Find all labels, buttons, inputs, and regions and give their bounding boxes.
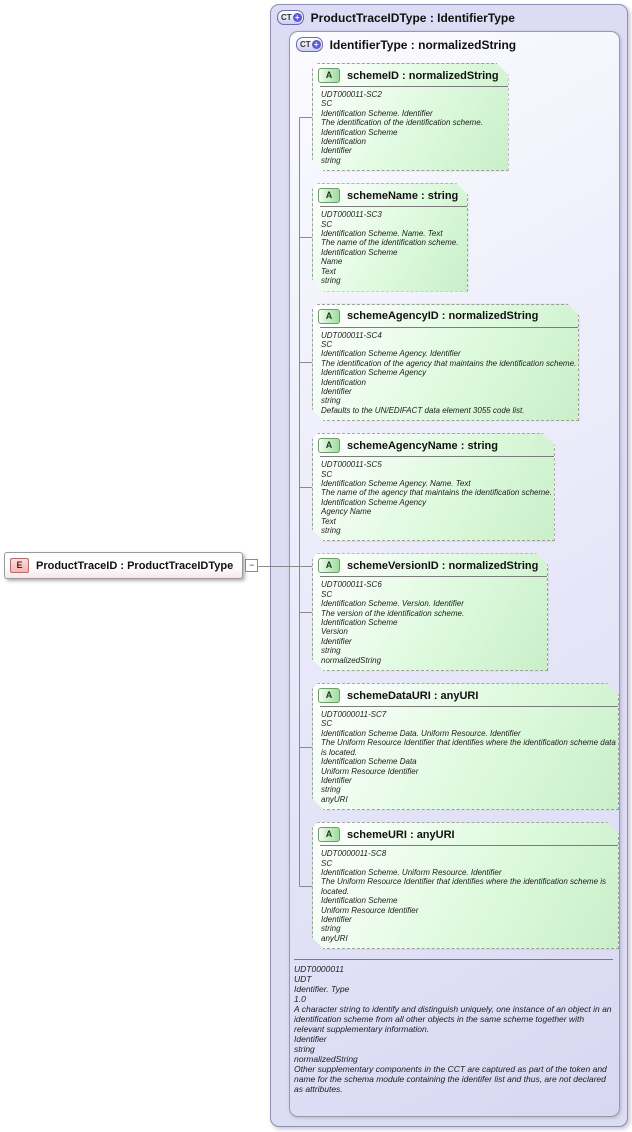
divider	[320, 576, 547, 577]
attribute-title: schemeAgencyID : normalizedString	[347, 310, 539, 322]
attribute-icon: A	[318, 558, 340, 573]
divider	[294, 959, 613, 961]
element-node-producttraceid[interactable]: E ProductTraceID : ProductTraceIDType	[4, 552, 244, 579]
attribute-header: A schemeAgencyID : normalizedString	[313, 305, 578, 326]
attribute-header: A schemeVersionID : normalizedString	[313, 554, 547, 575]
expand-icon[interactable]: +	[311, 40, 321, 49]
inner-type-header: CT + IdentifierType : normalizedString	[290, 32, 619, 56]
attribute-title: schemeVersionID : normalizedString	[347, 559, 539, 572]
attribute-header: A schemeURI : anyURI	[313, 823, 618, 844]
type-doc: UDT0000011 UDT Identifier. Type 1.0 A ch…	[294, 964, 612, 1095]
minus-icon: −	[249, 560, 255, 570]
divider	[320, 456, 554, 457]
divider	[320, 845, 618, 846]
attribute-doc: UDT000011-SC2 SC Identification Scheme. …	[321, 90, 483, 165]
divider	[320, 327, 578, 328]
attribute-icon: A	[318, 309, 340, 324]
complex-type-icon[interactable]: CT +	[277, 10, 304, 25]
attribute-box-schemeversionid[interactable]: A schemeVersionID : normalizedString UDT…	[312, 553, 548, 671]
attribute-box-schemedatauri[interactable]: A schemeDataURI : anyURI UDT0000011-SC7 …	[312, 683, 619, 810]
attribute-doc: UDT0000011-SC7 SC Identification Scheme …	[321, 710, 616, 804]
attribute-doc: UDT0000011-SC8 SC Identification Scheme.…	[321, 849, 607, 943]
complex-type-icon-label: CT	[281, 13, 292, 22]
attribute-doc: UDT000011-SC4 SC Identification Scheme A…	[321, 330, 577, 415]
complex-type-icon[interactable]: CT +	[296, 37, 323, 52]
attribute-icon: A	[318, 438, 340, 453]
attribute-list: A schemeID : normalizedString UDT000011-…	[312, 63, 619, 949]
element-icon: E	[10, 558, 29, 573]
divider	[320, 706, 618, 707]
attribute-icon: A	[318, 68, 340, 83]
complex-type-icon-label: CT	[300, 40, 311, 49]
attribute-header: A schemeDataURI : anyURI	[313, 684, 618, 705]
element-assembly: E ProductTraceID : ProductTraceIDType −	[4, 552, 259, 579]
attribute-header: A schemeID : normalizedString	[313, 64, 508, 85]
attribute-doc: UDT000011-SC3 SC Identification Scheme. …	[321, 210, 459, 286]
outer-type-title: ProductTraceIDType : IdentifierType	[310, 10, 515, 25]
attribute-box-schemeagencyid[interactable]: A schemeAgencyID : normalizedString UDT0…	[312, 304, 579, 422]
attribute-icon: A	[318, 688, 340, 703]
collapse-toggle[interactable]: −	[245, 559, 259, 572]
attribute-doc: UDT000011-SC5 SC Identification Scheme A…	[321, 460, 552, 535]
attribute-title: schemeURI : anyURI	[347, 828, 455, 841]
attribute-box-schemename[interactable]: A schemeName : string UDT000011-SC3 SC I…	[312, 183, 468, 291]
attribute-box-schemeagencyname[interactable]: A schemeAgencyName : string UDT000011-SC…	[312, 433, 555, 541]
divider	[320, 206, 467, 207]
identifier-type-box: CT + IdentifierType : normalizedString A…	[289, 31, 620, 1117]
expand-icon[interactable]: +	[292, 13, 302, 22]
product-trace-id-type-box: CT + ProductTraceIDType : IdentifierType…	[270, 4, 628, 1127]
attribute-box-schemeid[interactable]: A schemeID : normalizedString UDT000011-…	[312, 63, 509, 171]
outer-type-header: CT + ProductTraceIDType : IdentifierType	[271, 5, 627, 29]
attribute-box-schemeuri[interactable]: A schemeURI : anyURI UDT0000011-SC8 SC I…	[312, 822, 619, 949]
attribute-icon: A	[318, 827, 340, 842]
attribute-icon: A	[318, 188, 340, 203]
attribute-title: schemeID : normalizedString	[347, 69, 499, 82]
attribute-header: A schemeAgencyName : string	[313, 434, 554, 455]
attribute-title: schemeName : string	[347, 189, 459, 202]
divider	[320, 86, 508, 87]
attribute-title: schemeAgencyName : string	[347, 439, 498, 452]
attribute-doc: UDT000011-SC6 SC Identification Scheme. …	[321, 580, 465, 665]
attribute-title: schemeDataURI : anyURI	[347, 689, 479, 702]
attribute-header: A schemeName : string	[313, 184, 467, 205]
inner-type-title: IdentifierType : normalizedString	[329, 37, 517, 52]
element-label: ProductTraceID : ProductTraceIDType	[36, 559, 234, 572]
